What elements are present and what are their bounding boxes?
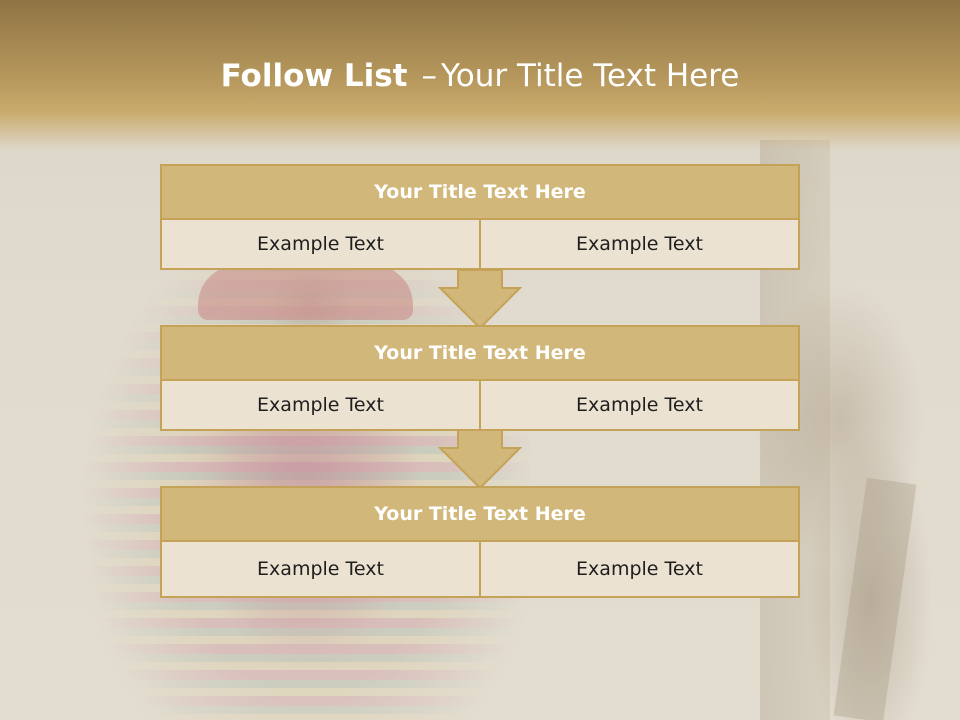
photo-hat [198, 265, 413, 320]
block-cell-right: Example Text [479, 381, 798, 429]
down-arrow-icon [438, 430, 522, 490]
block-row: Example Text Example Text [160, 220, 800, 270]
header-band [0, 0, 960, 150]
block-cell-left: Example Text [257, 233, 384, 255]
title-rest: Your Title Text Here [440, 58, 740, 94]
list-block: Your Title Text Here Example Text Exampl… [160, 164, 800, 270]
block-cell-left: Example Text [257, 394, 384, 416]
block-cell-right: Example Text [479, 542, 798, 596]
title-dash: – [421, 58, 437, 94]
down-arrow-icon [438, 270, 522, 330]
list-block: Your Title Text Here Example Text Exampl… [160, 325, 800, 431]
block-title: Your Title Text Here [160, 486, 800, 542]
block-title: Your Title Text Here [160, 325, 800, 381]
block-cell-right: Example Text [479, 220, 798, 268]
block-title: Your Title Text Here [160, 164, 800, 220]
list-block: Your Title Text Here Example Text Exampl… [160, 486, 800, 598]
block-row: Example Text Example Text [160, 381, 800, 431]
title-bold: Follow List [220, 58, 408, 94]
block-cell-left: Example Text [257, 558, 384, 580]
block-row: Example Text Example Text [160, 542, 800, 598]
slide-title: Follow List–Your Title Text Here [0, 56, 960, 96]
